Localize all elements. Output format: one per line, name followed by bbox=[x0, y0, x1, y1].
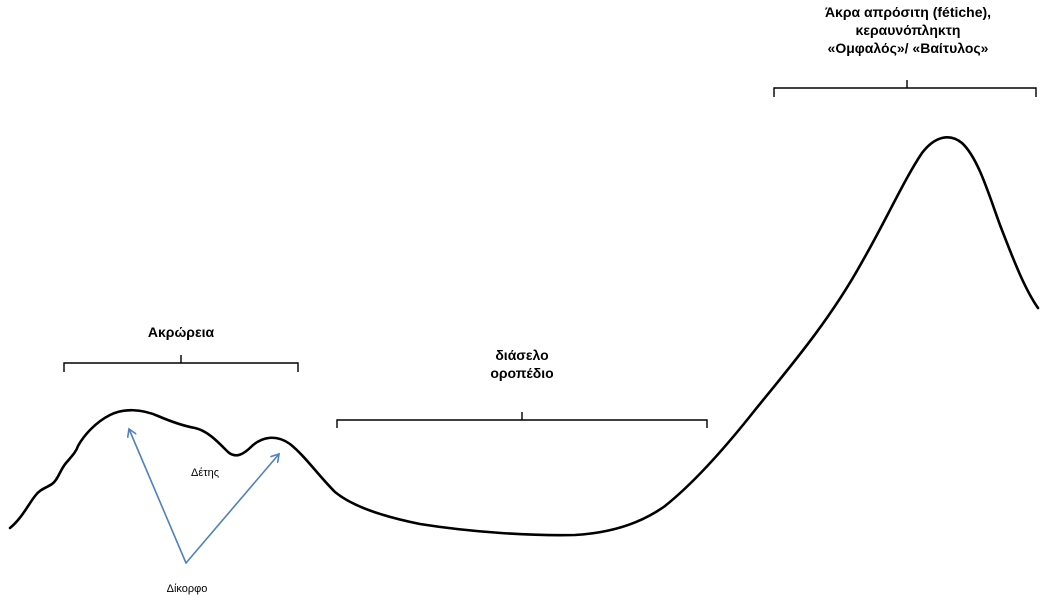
col-label: Δέτης bbox=[190, 467, 219, 479]
ridge-label: Ακρώρεια bbox=[147, 324, 215, 340]
peak-label-line-1: Άκρα απρόσιτη (fétiche), bbox=[824, 4, 992, 20]
terrain-profile-line bbox=[8, 135, 1040, 537]
saddle-label-line-2: οροπέδιο bbox=[490, 365, 554, 382]
ridge-bracket bbox=[63, 355, 299, 372]
twin-peak-label: Δίκορφο bbox=[166, 583, 208, 595]
arrow-to-right-peak bbox=[185, 454, 279, 564]
saddle-label-line-1: διάσελο bbox=[495, 347, 549, 363]
saddle-label: διάσελο οροπέδιο bbox=[442, 346, 602, 382]
arrow-to-left-peak bbox=[129, 429, 187, 564]
peak-label-line-2: κεραυνόπληκτη bbox=[855, 22, 961, 39]
peak-label: Άκρα απρόσιτη (fétiche), κεραυνόπληκτη «… bbox=[780, 3, 1036, 58]
peak-label-line-3: «Ομφαλός»/ «Βαίτυλος» bbox=[827, 40, 989, 57]
saddle-bracket bbox=[336, 412, 708, 428]
peak-bracket bbox=[773, 80, 1037, 97]
